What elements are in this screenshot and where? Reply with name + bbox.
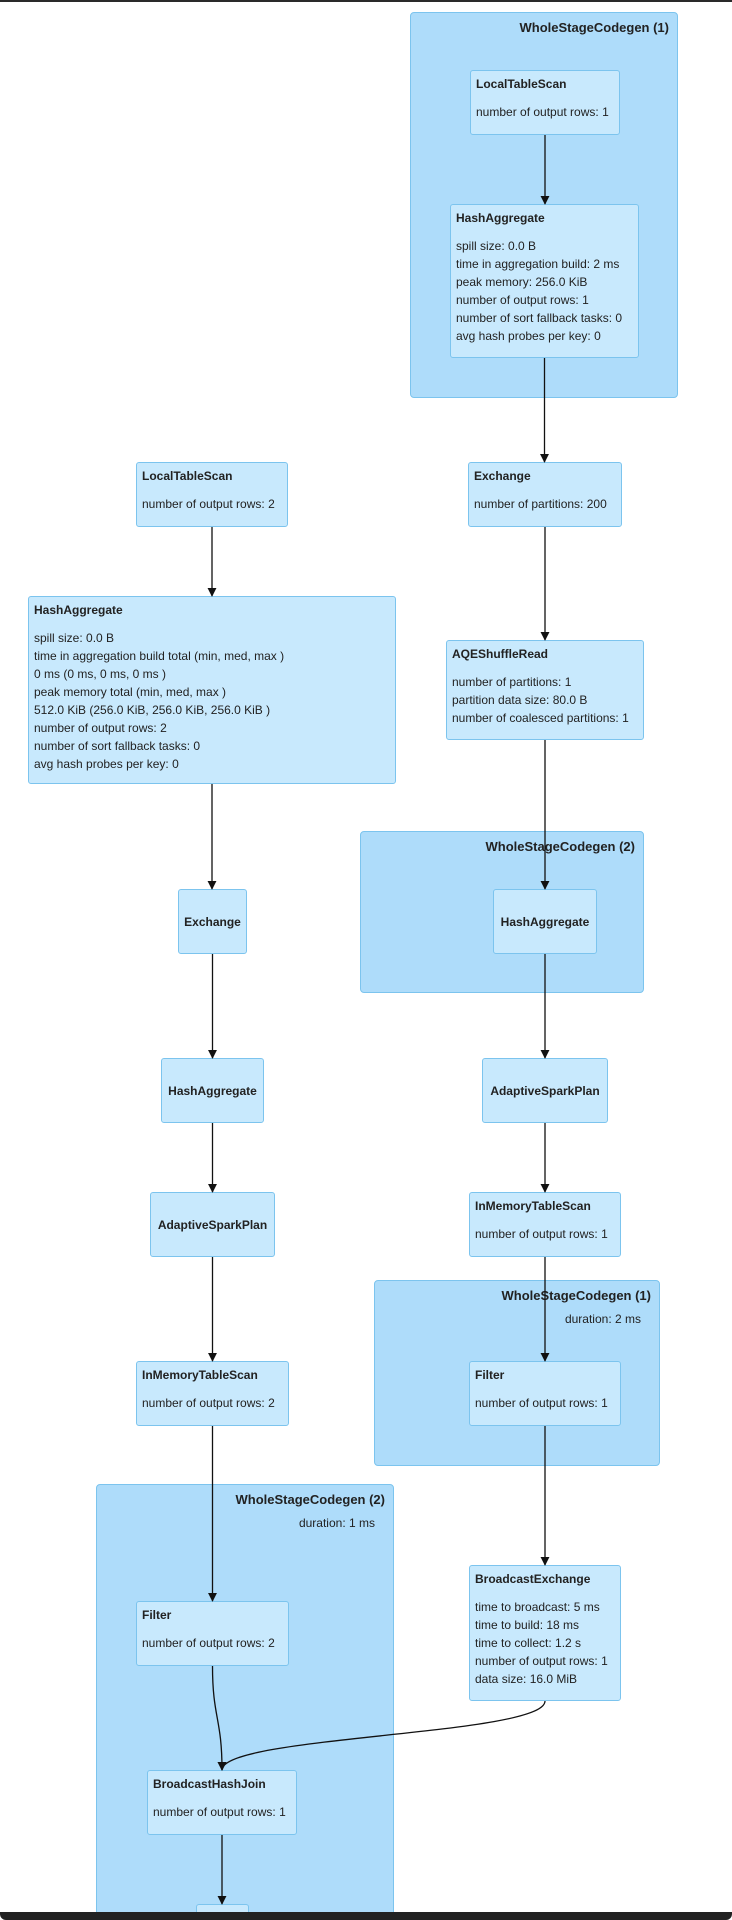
node-exchange[interactable]: Exchange number of partitions: 200 [468, 462, 622, 527]
cluster-title: WholeStageCodegen (1) [519, 20, 669, 35]
metric: number of output rows: 1 [456, 293, 589, 307]
node-hashaggregate[interactable]: HashAggregate [161, 1058, 264, 1123]
node-metrics: number of output rows: 2 [142, 495, 282, 513]
node-adaptivesparkplan[interactable]: AdaptiveSparkPlan [150, 1192, 275, 1257]
window-top-edge [0, 0, 732, 2]
node-hashaggregate[interactable]: HashAggregate [493, 889, 597, 954]
node-metrics: number of output rows: 1 [153, 1803, 291, 1821]
node-title: LocalTableScan [142, 469, 233, 483]
metric: number of output rows: 1 [153, 1805, 286, 1819]
metric: time to collect: 1.2 s [475, 1636, 582, 1650]
cluster-title: WholeStageCodegen (1) [501, 1288, 651, 1303]
node-title: AQEShuffleRead [452, 647, 549, 661]
metric: avg hash probes per key: 0 [34, 757, 179, 771]
node-metrics: spill size: 0.0 B time in aggregation bu… [34, 629, 390, 773]
metric: number of output rows: 1 [475, 1227, 608, 1241]
node-adaptivesparkplan[interactable]: AdaptiveSparkPlan [482, 1058, 608, 1123]
node-title: Filter [142, 1608, 172, 1622]
node-metrics: time to broadcast: 5 ms time to build: 1… [475, 1598, 615, 1688]
node-metrics: number of output rows: 1 [475, 1225, 615, 1243]
node-title: HashAggregate [500, 914, 590, 929]
edge-n9-m8 [217, 1700, 546, 1771]
node-exchange[interactable]: Exchange [178, 889, 247, 954]
node-title: HashAggregate [168, 1083, 257, 1098]
cluster-wholestagecodegen-2-b[interactable]: WholeStageCodegen (2) duration: 1 ms [96, 1484, 394, 1920]
metric: number of partitions: 200 [474, 497, 607, 511]
metric: 512.0 KiB (256.0 KiB, 256.0 KiB, 256.0 K… [34, 703, 271, 717]
metric: data size: 16.0 MiB [475, 1672, 578, 1686]
cluster-title: WholeStageCodegen (2) [235, 1492, 385, 1507]
node-title: HashAggregate [34, 603, 123, 617]
metric: peak memory: 256.0 KiB [456, 275, 588, 289]
node-title: LocalTableScan [476, 77, 567, 91]
node-metrics: number of output rows: 1 [476, 103, 614, 121]
node-metrics: number of output rows: 2 [142, 1394, 283, 1412]
node-hashaggregate[interactable]: HashAggregate spill size: 0.0 B time in … [450, 204, 639, 358]
node-localtablescan[interactable]: LocalTableScan number of output rows: 2 [136, 462, 288, 527]
node-localtablescan[interactable]: LocalTableScan number of output rows: 1 [470, 70, 620, 135]
metric: spill size: 0.0 B [456, 239, 537, 253]
node-broadcasthashjoin[interactable]: BroadcastHashJoin number of output rows:… [147, 1770, 297, 1835]
node-filter[interactable]: Filter number of output rows: 1 [469, 1361, 621, 1426]
node-aqeshuffleread[interactable]: AQEShuffleRead number of partitions: 1 p… [446, 640, 644, 740]
node-title: BroadcastExchange [475, 1572, 591, 1586]
node-title: AdaptiveSparkPlan [490, 1083, 600, 1098]
metric: number of output rows: 2 [142, 497, 275, 511]
metric: number of output rows: 2 [142, 1636, 275, 1650]
metric: number of output rows: 1 [476, 105, 609, 119]
node-title: Filter [475, 1368, 505, 1382]
metric: number of partitions: 1 [452, 675, 572, 689]
cluster-duration: duration: 1 ms [298, 1516, 375, 1530]
node-title: BroadcastHashJoin [153, 1777, 266, 1791]
metric: avg hash probes per key: 0 [456, 329, 601, 343]
node-title: Exchange [184, 914, 241, 929]
node-title: InMemoryTableScan [142, 1368, 258, 1382]
window-bottom-edge [0, 1912, 732, 1920]
node-metrics: number of output rows: 1 [475, 1394, 615, 1412]
node-metrics: number of output rows: 2 [142, 1634, 283, 1652]
metric: number of output rows: 1 [475, 1654, 608, 1668]
metric: 0 ms (0 ms, 0 ms, 0 ms ) [34, 667, 167, 681]
metric: time to broadcast: 5 ms [475, 1600, 600, 1614]
metric: peak memory total (min, med, max ) [34, 685, 227, 699]
node-broadcastexchange[interactable]: BroadcastExchange time to broadcast: 5 m… [469, 1565, 621, 1701]
node-metrics: number of partitions: 200 [474, 495, 616, 513]
metric: number of output rows: 2 [34, 721, 167, 735]
metric: time to build: 18 ms [475, 1618, 580, 1632]
metric: number of output rows: 2 [142, 1396, 275, 1410]
node-metrics: spill size: 0.0 B time in aggregation bu… [456, 237, 633, 345]
node-title: AdaptiveSparkPlan [157, 1217, 268, 1232]
metric: time in aggregation build: 2 ms [456, 257, 620, 271]
cluster-duration: duration: 2 ms [564, 1312, 641, 1326]
metric: number of output rows: 1 [475, 1396, 608, 1410]
node-filter[interactable]: Filter number of output rows: 2 [136, 1601, 289, 1666]
node-inmemorytablescan[interactable]: InMemoryTableScan number of output rows:… [136, 1361, 289, 1426]
edge-m7-m8 [211, 1665, 227, 1771]
metric: number of sort fallback tasks: 0 [456, 311, 623, 325]
node-title: InMemoryTableScan [475, 1199, 591, 1213]
node-metrics: number of partitions: 1 partition data s… [452, 673, 638, 727]
metric: time in aggregation build total (min, me… [34, 649, 285, 663]
metric: number of sort fallback tasks: 0 [34, 739, 201, 753]
node-title: HashAggregate [456, 211, 545, 225]
metric: number of coalesced partitions: 1 [452, 711, 629, 725]
cluster-title: WholeStageCodegen (2) [485, 839, 635, 854]
node-inmemorytablescan[interactable]: InMemoryTableScan number of output rows:… [469, 1192, 621, 1257]
node-hashaggregate[interactable]: HashAggregate spill size: 0.0 B time in … [28, 596, 396, 784]
metric: partition data size: 80.0 B [452, 693, 588, 707]
node-title: Exchange [474, 469, 531, 483]
metric: spill size: 0.0 B [34, 631, 115, 645]
